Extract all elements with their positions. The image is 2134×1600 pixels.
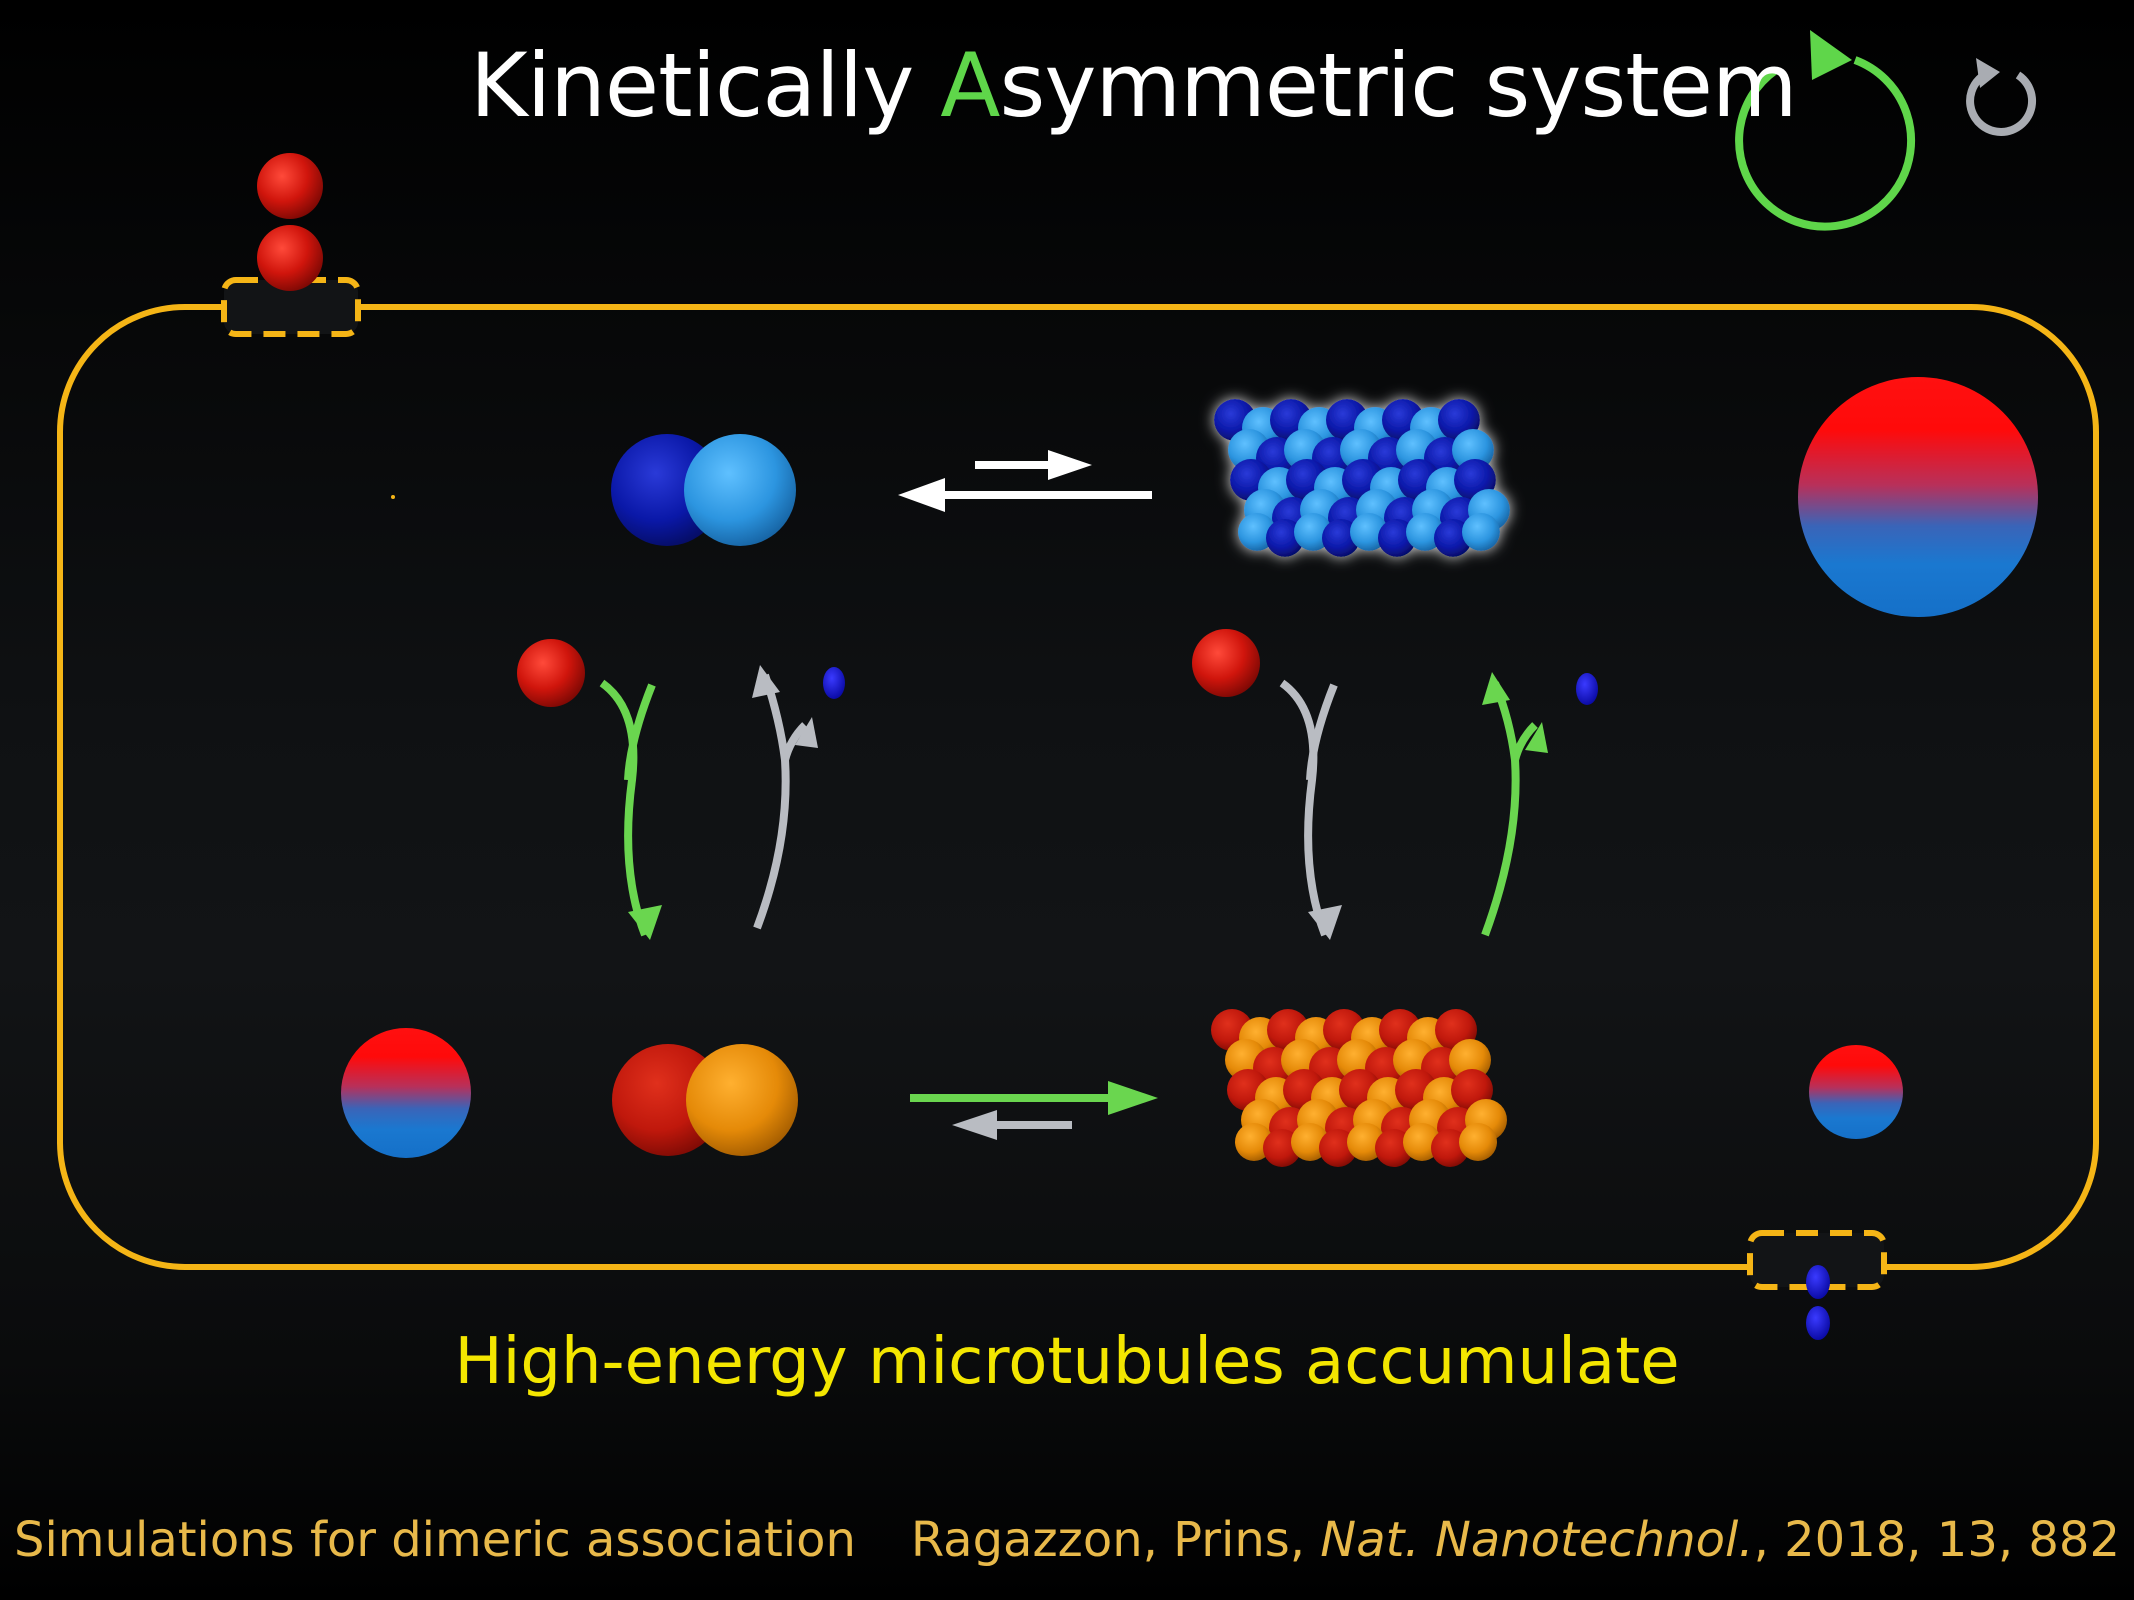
slide-caption: High-energy microtubules accumulate [454, 1325, 1680, 1399]
citation: Ragazzon, Prins, Nat. Nanotechnol., 2018… [911, 1512, 2120, 1568]
waste-molecule [823, 667, 845, 699]
activation-arrows-left [599, 665, 818, 940]
fuel-molecule [1192, 629, 1260, 697]
waste-outlet-port [1747, 1230, 1887, 1340]
activation-arrows-right [1279, 672, 1548, 940]
citation-journal: Nat. Nanotechnol. [1320, 1512, 1754, 1568]
waste-molecule [1806, 1265, 1830, 1299]
slide-title: Kinetically Asymmetric system [470, 34, 1798, 137]
fuel-molecule [517, 639, 585, 707]
title-prefix: Kinetically [470, 34, 941, 137]
activated-dimer [612, 1044, 798, 1156]
footer-note: Simulations for dimeric association [14, 1512, 856, 1568]
fuel-molecule [257, 153, 323, 219]
equilibrium-arrows-top [898, 450, 1152, 512]
compartment-boundary [57, 304, 2099, 1270]
speck [391, 495, 395, 499]
activated-microtubule [1211, 1009, 1507, 1167]
cycle-arrow-icon[interactable] [1720, 25, 1916, 231]
microtubule-subunit [1449, 1039, 1491, 1081]
citation-details: , 2018, 13, 882 [1753, 1512, 2120, 1568]
microtubule-subunit [1462, 513, 1500, 551]
microtubule-subunit [1452, 429, 1494, 471]
title-accent-letter: A [940, 34, 1000, 137]
inactive-microtubule [1214, 399, 1510, 557]
waste-molecule [1576, 673, 1598, 705]
energy-indicator-left [341, 1028, 471, 1158]
title-suffix: symmetric system [999, 34, 1797, 137]
equilibrium-arrows-bottom [910, 1081, 1158, 1140]
fuel-molecule [257, 225, 323, 291]
energy-indicator-right [1809, 1045, 1903, 1139]
fuel-inlet-port [221, 153, 361, 337]
inactive-dimer [611, 434, 796, 546]
microtubule-subunit [1459, 1123, 1497, 1161]
citation-authors: Ragazzon, Prins, [910, 1512, 1321, 1568]
replay-icon[interactable] [1955, 55, 2037, 140]
energy-indicator-large [1798, 377, 2038, 617]
waste-molecule [1806, 1306, 1830, 1340]
